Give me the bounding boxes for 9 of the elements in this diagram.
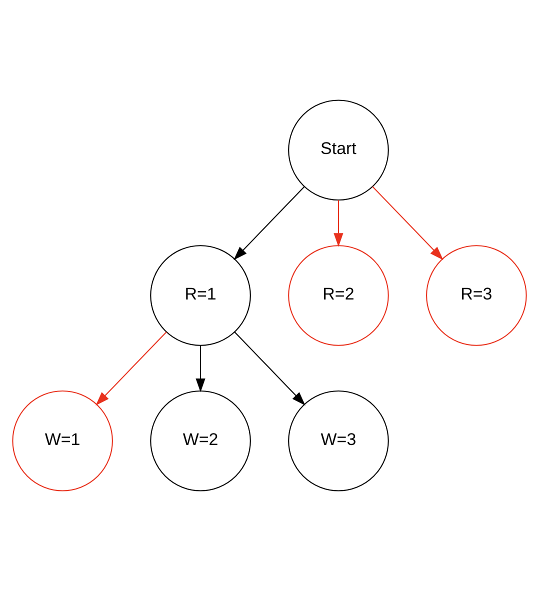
node-circle: R=2: [288, 244, 389, 346]
arrow: [372, 186, 444, 260]
node-circle: W=2: [150, 390, 251, 491]
arrow: [234, 186, 305, 260]
arrow: [96, 331, 167, 405]
arrow: [196, 344, 206, 392]
arrow: [334, 200, 344, 246]
node-circle: Start: [288, 99, 389, 200]
arrow: [234, 331, 306, 405]
